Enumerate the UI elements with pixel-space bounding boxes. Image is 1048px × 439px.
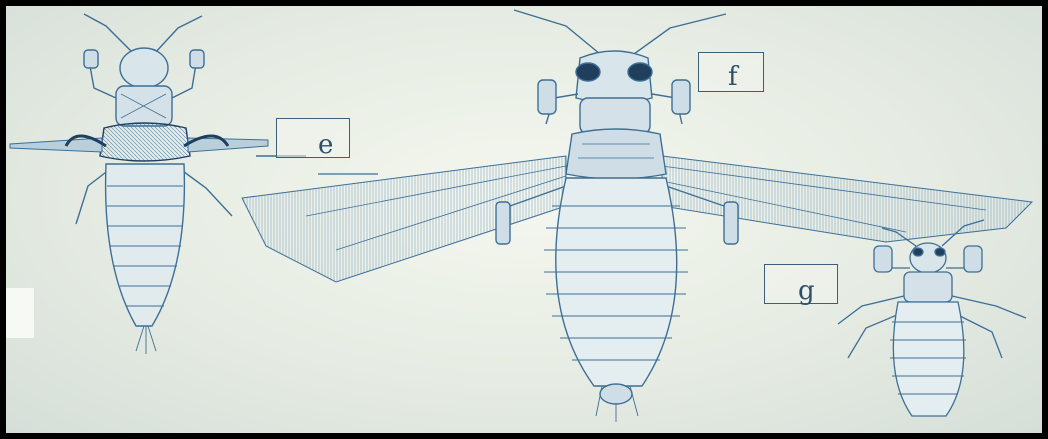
insect-drawing	[6, 6, 1042, 433]
label-box-e	[276, 118, 350, 158]
insect-g	[838, 220, 1026, 416]
insect-e	[10, 14, 306, 354]
label-g: g	[798, 276, 815, 306]
insect-illustration-photo: e f g	[6, 6, 1042, 433]
left-light-patch	[6, 288, 34, 338]
label-e: e	[318, 130, 333, 160]
label-f: f	[728, 62, 738, 92]
